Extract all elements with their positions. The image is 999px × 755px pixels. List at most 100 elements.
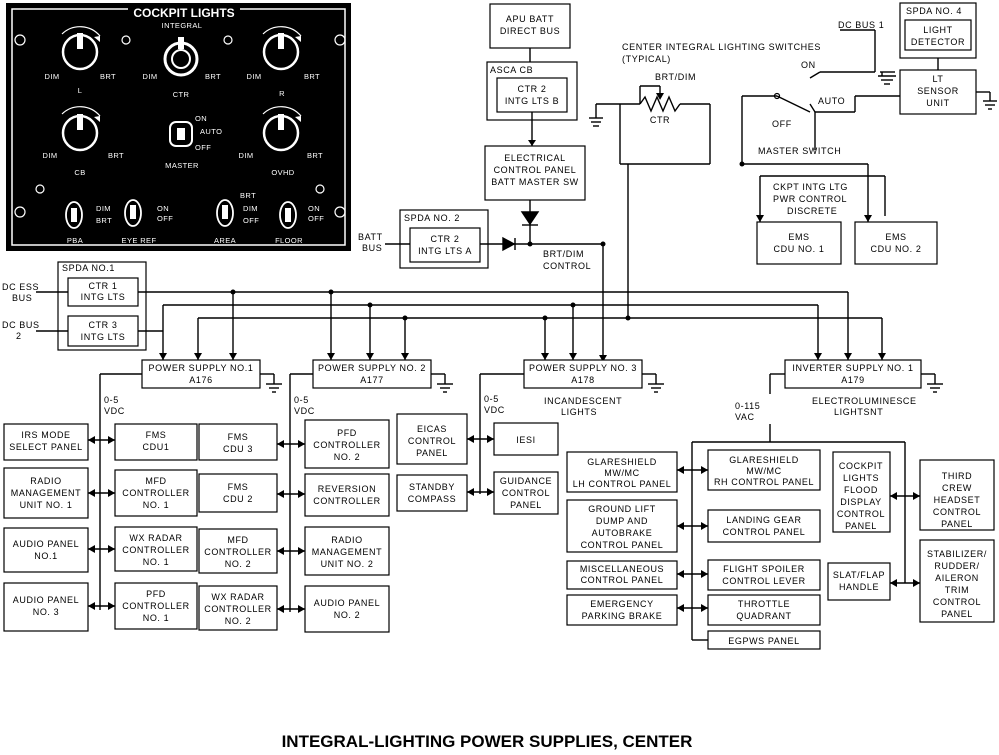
master-switch[interactable]: ON AUTO OFF MASTER <box>165 114 222 170</box>
electroluminescent-label: ELECTROLUMINESCE <box>812 396 917 406</box>
svg-text:NO. 2: NO. 2 <box>225 559 252 569</box>
svg-text:DIRECT BUS: DIRECT BUS <box>500 26 560 36</box>
toggle-pba[interactable]: DIM BRT PBA <box>65 201 112 245</box>
svg-text:VDC: VDC <box>294 406 315 416</box>
svg-text:QUADRANT: QUADRANT <box>736 611 791 621</box>
svg-text:WX RADAR: WX RADAR <box>129 533 182 543</box>
svg-text:CONTROL: CONTROL <box>933 507 981 517</box>
spda-no2-box: SPDA NO. 2 CTR 2 INTG LTS A <box>399 209 489 269</box>
svg-text:A176: A176 <box>189 375 212 385</box>
svg-text:POWER SUPPLY NO. 3: POWER SUPPLY NO. 3 <box>529 363 637 373</box>
svg-text:INTG LTS A: INTG LTS A <box>418 246 472 256</box>
svg-text:PWR CONTROL: PWR CONTROL <box>773 194 847 204</box>
svg-text:PFD: PFD <box>146 589 166 599</box>
svg-text:OFF: OFF <box>157 214 173 223</box>
ctr-potentiometer: CTR <box>589 85 711 165</box>
knob-cb[interactable]: DIM BRT CB <box>43 106 125 177</box>
svg-text:COMPASS: COMPASS <box>408 494 457 504</box>
svg-text:ON: ON <box>308 204 320 213</box>
mfd-controller-2: MFD CONTROLLER NO. 2 <box>198 528 278 574</box>
egpws-panel: EGPWS PANEL <box>707 630 821 650</box>
svg-text:CONTROLLER: CONTROLLER <box>204 547 272 557</box>
svg-text:STANDBY: STANDBY <box>409 482 455 492</box>
svg-text:CTR 2: CTR 2 <box>517 84 546 94</box>
svg-text:CONTROLLER: CONTROLLER <box>313 496 381 506</box>
svg-text:CONTROLLER: CONTROLLER <box>313 440 381 450</box>
standby-compass: STANDBY COMPASS <box>396 474 468 512</box>
svg-text:CTR: CTR <box>173 90 190 99</box>
svg-text:SLAT/FLAP: SLAT/FLAP <box>833 570 885 580</box>
svg-text:MFD: MFD <box>145 476 166 486</box>
stabilizer-rudder-aileron-trim-control-panel: STABILIZER/RUDDER/AILERONTRIMCONTROLPANE… <box>919 539 995 623</box>
svg-text:POWER SUPPLY NO. 2: POWER SUPPLY NO. 2 <box>318 363 426 373</box>
svg-text:BRT: BRT <box>304 72 320 81</box>
svg-text:BRT: BRT <box>108 151 124 160</box>
iesi: IESI <box>493 422 559 456</box>
svg-text:OFF: OFF <box>308 214 324 223</box>
svg-text:MFD: MFD <box>227 535 248 545</box>
knob-l[interactable]: DIM BRT L <box>45 26 117 95</box>
knob-ctr[interactable]: DIM BRT CTR <box>143 37 222 99</box>
svg-text:BUS: BUS <box>362 243 382 253</box>
svg-text:PFD: PFD <box>337 428 357 438</box>
svg-text:MANAGEMENT: MANAGEMENT <box>11 488 82 498</box>
svg-text:CONTROL PANEL: CONTROL PANEL <box>581 575 664 585</box>
bus-lines <box>138 241 886 360</box>
ems-cdu2-box: EMS CDU NO. 2 <box>854 221 938 265</box>
svg-text:SELECT PANEL: SELECT PANEL <box>9 442 82 452</box>
toggle-floor[interactable]: ON OFF FLOOR <box>275 201 324 245</box>
knob-ovhd[interactable]: DIM BRT OVHD <box>239 106 324 177</box>
diagram-title: INTEGRAL-LIGHTING POWER SUPPLIES, CENTER <box>282 732 693 751</box>
svg-text:RH CONTROL PANEL: RH CONTROL PANEL <box>714 477 814 487</box>
svg-text:2: 2 <box>16 331 22 341</box>
knob-r[interactable]: DIM BRT R <box>247 26 321 98</box>
svg-text:A177: A177 <box>360 375 383 385</box>
toggle-eye-ref[interactable]: ON OFF EYE REF <box>122 199 174 245</box>
svg-text:LH CONTROL PANEL: LH CONTROL PANEL <box>573 479 672 489</box>
svg-text:DIM: DIM <box>43 151 58 160</box>
brt-dim-pot-label: BRT/DIM <box>655 72 696 82</box>
svg-text:CONTROLLER: CONTROLLER <box>122 601 190 611</box>
svg-text:(TYPICAL): (TYPICAL) <box>622 54 671 64</box>
svg-text:MW/MC: MW/MC <box>604 468 640 478</box>
svg-text:DIM: DIM <box>96 204 111 213</box>
svg-text:R: R <box>279 89 285 98</box>
svg-text:CTR 1: CTR 1 <box>88 281 117 291</box>
electrical-control-panel-box: ELECTRICAL CONTROL PANEL BATT MASTER SW <box>484 145 586 201</box>
power-supply-2: POWER SUPPLY NO. 2 A177 <box>312 359 432 389</box>
svg-text:LIGHT: LIGHT <box>923 25 953 35</box>
svg-text:VDC: VDC <box>104 406 125 416</box>
svg-text:CDU 2: CDU 2 <box>223 494 253 504</box>
svg-text:EICAS: EICAS <box>417 424 447 434</box>
svg-text:EMERGENCY: EMERGENCY <box>590 599 653 609</box>
svg-text:INVERTER SUPPLY NO. 1: INVERTER SUPPLY NO. 1 <box>792 363 913 373</box>
svg-text:EMS: EMS <box>885 232 906 242</box>
toggle-area[interactable]: BRT DIM OFF AREA <box>214 191 259 245</box>
batt-bus-label: BATT <box>358 232 383 242</box>
svg-text:CONTROL: CONTROL <box>933 597 981 607</box>
svg-text:DUMP AND: DUMP AND <box>596 516 648 526</box>
master-switch-schematic: ON DC BUS 1 AUTO OFF MASTER SWITCH <box>739 20 900 222</box>
svg-text:AUDIO PANEL: AUDIO PANEL <box>13 595 79 605</box>
svg-text:AUDIO PANEL: AUDIO PANEL <box>13 539 79 549</box>
svg-text:DISPLAY: DISPLAY <box>840 497 882 507</box>
svg-text:FLOOR: FLOOR <box>275 236 303 245</box>
supply3-tree <box>467 373 524 496</box>
svg-text:AUDIO PANEL: AUDIO PANEL <box>314 598 380 608</box>
svg-text:CONTROL PANEL: CONTROL PANEL <box>494 165 577 175</box>
svg-text:CONTROL: CONTROL <box>837 509 885 519</box>
svg-text:BATT MASTER SW: BATT MASTER SW <box>491 177 579 187</box>
